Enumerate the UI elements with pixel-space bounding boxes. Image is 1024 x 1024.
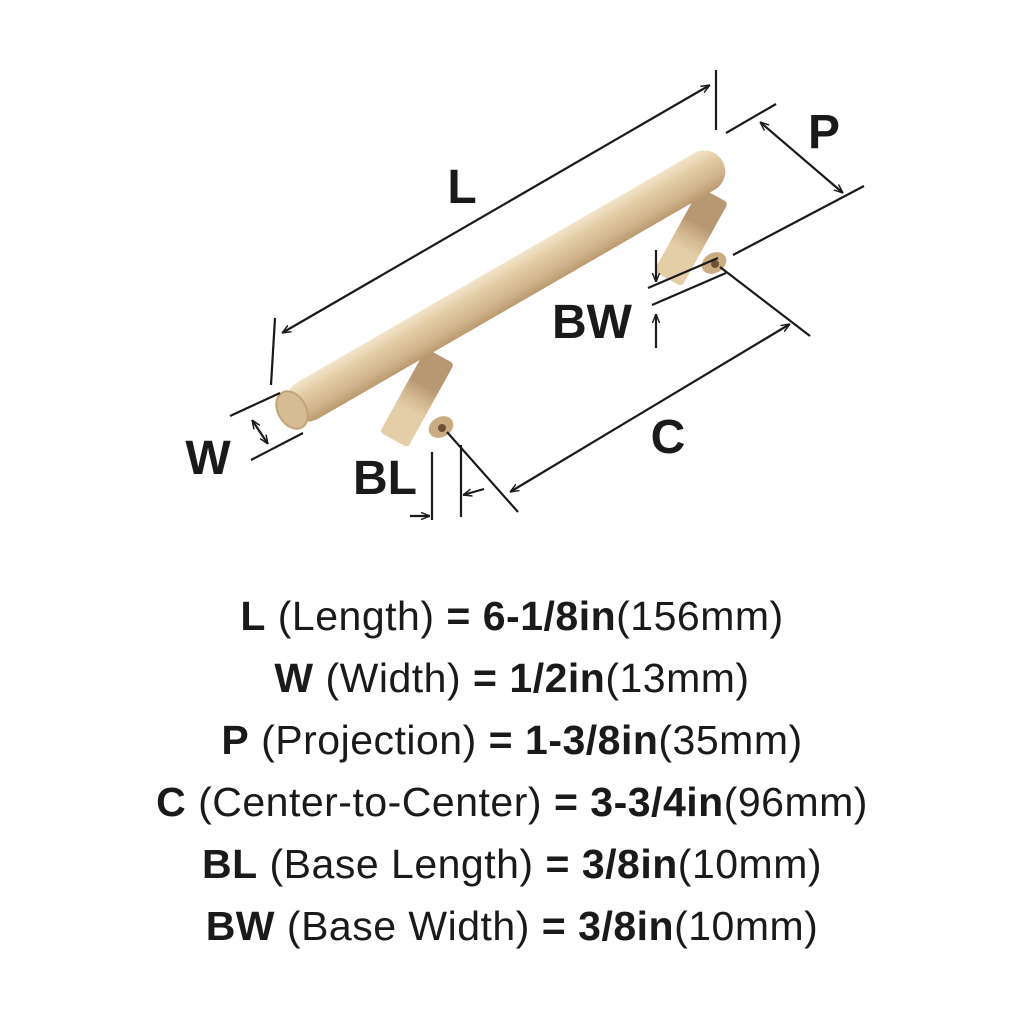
spec-imperial: 1-3/8in: [525, 717, 659, 763]
spec-imperial: 3/8in: [581, 841, 678, 887]
label-center: C: [651, 411, 686, 464]
main-bar: [286, 150, 726, 422]
spec-name: (Base Length): [269, 841, 534, 887]
center-ext-left: [446, 431, 519, 513]
spec-metric: (96mm): [723, 779, 868, 825]
spec-equals: =: [488, 717, 514, 763]
base-width-ext-top: [647, 256, 719, 290]
bar-end-cap: [275, 390, 309, 430]
spec-metric: (13mm): [605, 655, 750, 701]
base-length-arrow-right: [463, 487, 485, 495]
label-base-length: BL: [353, 452, 417, 505]
spec-row-base-width: BW (Base Width) = 3/8in(10mm): [0, 895, 1024, 957]
spec-list: L (Length) = 6-1/8in(156mm) W (Width) = …: [0, 585, 1024, 957]
spec-equals: =: [473, 655, 498, 701]
spec-name: (Length): [277, 593, 435, 639]
spec-equals: =: [553, 779, 579, 825]
spec-equals: =: [446, 593, 471, 639]
spec-equals: =: [541, 903, 567, 949]
left-post-hole: [438, 424, 446, 432]
label-projection: P: [808, 106, 840, 159]
spec-metric: (10mm): [674, 903, 819, 949]
length-ext-left: [269, 317, 277, 386]
center-arrow: [510, 324, 790, 492]
handle-illustration: [275, 150, 727, 447]
width-arrow: [252, 420, 268, 444]
spec-symbol: P: [221, 717, 250, 763]
projection-ext-bottom: [732, 185, 865, 256]
spec-metric: (35mm): [658, 717, 803, 763]
spec-name: (Width): [325, 655, 462, 701]
spec-symbol: C: [156, 779, 187, 825]
handle-dimension-diagram: L P BW C W BL: [185, 70, 865, 560]
spec-equals: =: [545, 841, 570, 887]
label-length: L: [447, 161, 476, 214]
spec-metric: (10mm): [677, 841, 823, 887]
spec-imperial: 1/2in: [509, 655, 606, 701]
right-post-hole: [711, 260, 719, 268]
spec-symbol: BL: [201, 841, 258, 887]
spec-row-projection: P (Projection) = 1-3/8in(35mm): [0, 709, 1024, 771]
spec-row-center: C (Center-to-Center) = 3-3/4in(96mm): [0, 771, 1024, 833]
spec-imperial: 3-3/4in: [590, 779, 724, 825]
projection-arrow: [760, 122, 843, 193]
spec-symbol: W: [274, 655, 314, 701]
width-ext-top: [229, 392, 281, 417]
spec-row-base-length: BL (Base Length) = 3/8in(10mm): [0, 833, 1024, 895]
spec-name: (Center-to-Center): [198, 779, 543, 825]
spec-row-width: W (Width) = 1/2in(13mm): [0, 647, 1024, 709]
label-base-width: BW: [552, 296, 633, 349]
spec-name: (Base Width): [286, 903, 530, 949]
width-ext-bottom: [250, 432, 304, 461]
center-ext-right: [719, 266, 811, 337]
dimension-lines: [229, 70, 865, 520]
length-arrow: [282, 85, 710, 333]
left-post: [381, 349, 453, 447]
base-width-ext-bottom: [651, 271, 727, 307]
spec-symbol: L: [240, 593, 266, 639]
projection-ext-top: [725, 103, 777, 134]
spec-metric: (156mm): [616, 593, 784, 639]
spec-imperial: 3/8in: [578, 903, 675, 949]
spec-imperial: 6-1/8in: [482, 593, 617, 639]
label-width: W: [185, 432, 231, 485]
spec-row-length: L (Length) = 6-1/8in(156mm): [0, 585, 1024, 647]
spec-symbol: BW: [205, 903, 276, 949]
spec-name: (Projection): [261, 717, 477, 763]
